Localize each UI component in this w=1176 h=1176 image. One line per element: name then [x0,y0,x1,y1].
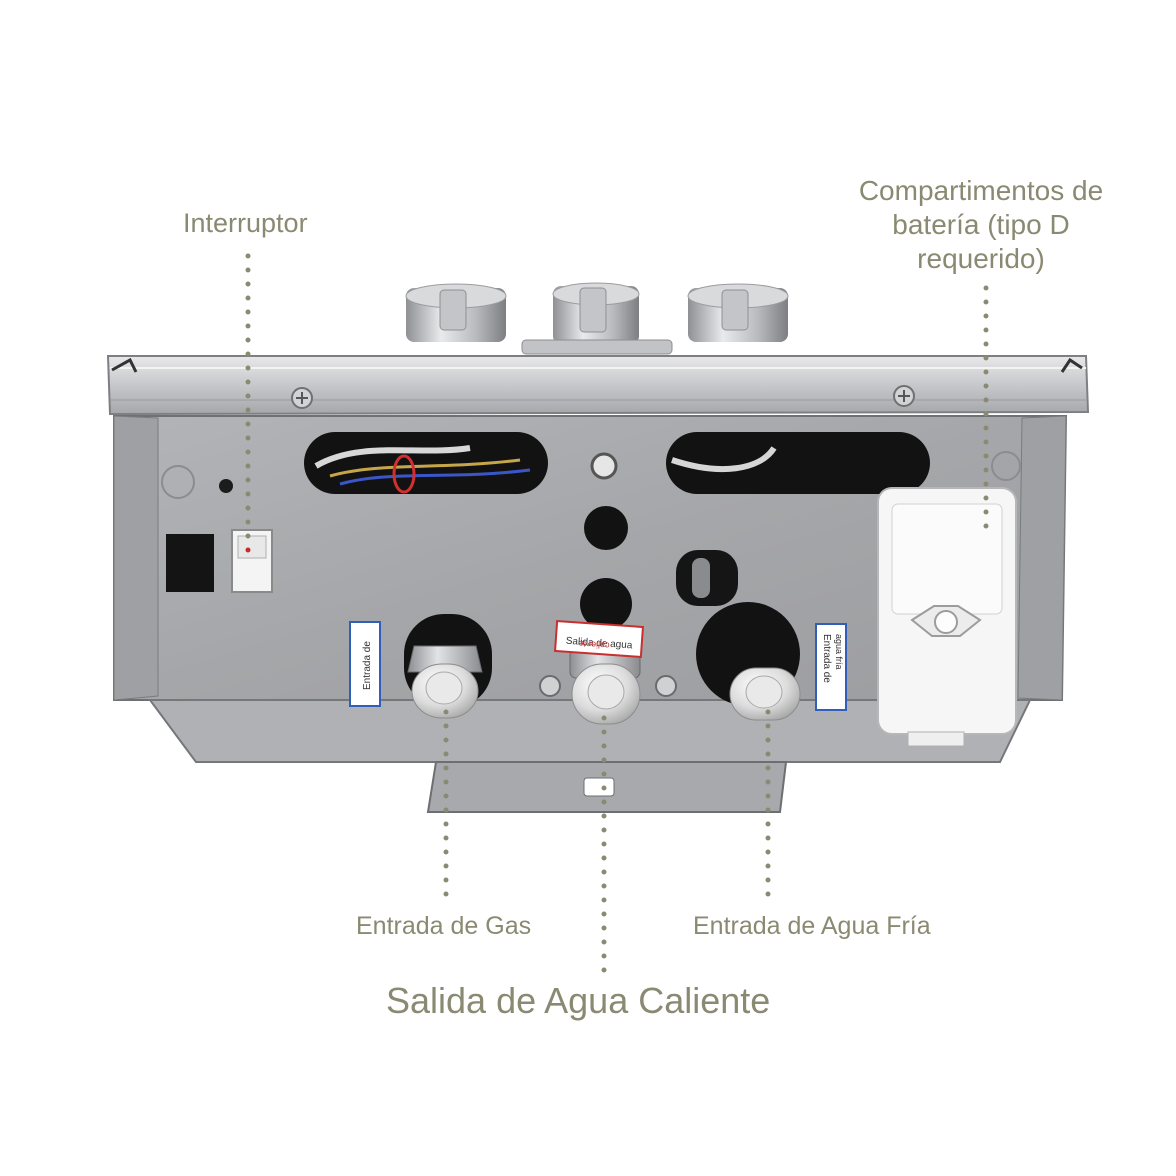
sticker-hot-text-2: caliente [578,639,610,651]
label-interruptor: Interruptor [183,208,308,238]
hot-water-outlet [539,647,677,725]
label-entrada-agua-fria: Entrada de Agua Fría [693,912,931,940]
panel-holes [580,506,738,630]
battery-compartment [877,487,1017,747]
indicator-light [590,452,618,480]
sticker-cold-text-1: Entrada de [821,634,832,683]
cold-water-inlet [696,602,801,721]
label-bateria: Compartimentos de batería (tipo D requer… [858,175,1104,274]
top-knobs [405,282,789,355]
gas-inlet [404,614,492,719]
cable-window-right [666,432,930,494]
sticker-hot-text-1: Salida de agua [565,636,633,652]
sticker-hot: Salida de agua caliente [553,619,645,659]
label-salida-agua-caliente: Salida de Agua Caliente [386,980,771,1021]
sticker-gas: Entrada de [349,621,381,707]
cable-window-left [304,432,548,494]
knob-left [405,283,507,342]
label-entrada-gas: Entrada de Gas [356,912,532,940]
sticker-cold: Entrada de agua fría [815,623,847,711]
leader-lines [245,253,989,981]
sticker-cold-text-2: agua fría [834,634,844,670]
sticker-gas-text: Entrada de [362,641,373,690]
knob-right [687,283,789,342]
knob-middle [552,282,640,344]
power-switch [166,529,273,593]
top-cover [106,355,1090,416]
